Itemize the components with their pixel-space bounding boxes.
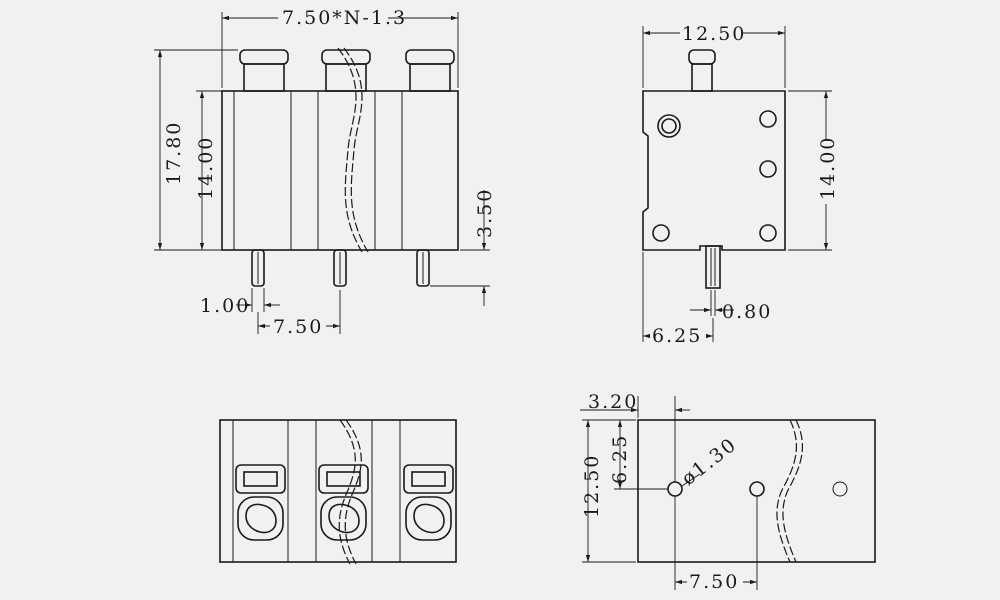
- pin-hole: [667, 481, 683, 497]
- release-slot: [235, 464, 286, 494]
- front-body: [221, 90, 459, 251]
- hole: [652, 224, 670, 242]
- pin: [416, 249, 430, 287]
- wire-entry: [237, 496, 284, 541]
- dim-pin-length: 3.50: [474, 188, 496, 238]
- pin: [251, 249, 265, 287]
- dim-pin-offset: 6.25: [652, 325, 702, 347]
- pin-hole: [749, 481, 765, 497]
- break-line: [337, 47, 363, 253]
- dim-side-width: 12.50: [682, 23, 746, 45]
- break-line: [776, 419, 797, 563]
- side-view: 12.50 14.00 0.80 6.25: [642, 22, 839, 347]
- dim-hole-row-offset: 6.25: [609, 434, 631, 484]
- hole: [759, 160, 777, 178]
- hole: [759, 110, 777, 128]
- wire-entry-hole: [657, 114, 681, 138]
- top-body: [219, 419, 457, 563]
- break-line: [338, 419, 356, 565]
- wire-entry: [320, 496, 367, 541]
- dim-pin-thickness: 0.80: [722, 301, 772, 323]
- dim-side-height: 14.00: [817, 136, 839, 200]
- dim-pitch: 7.50: [273, 316, 323, 338]
- dim-hole-pitch: 7.50: [689, 571, 739, 593]
- push-button: [405, 49, 455, 92]
- dim-bottom-depth: 12.50: [581, 454, 603, 518]
- dim-height-total: 17.80: [163, 121, 185, 185]
- front-view: 7.50*N-1.3 17.80 14.00 3.50 1.00 7.50: [154, 6, 496, 338]
- side-pin: [705, 245, 721, 289]
- release-slot: [318, 464, 369, 494]
- dim-height-body: 14.00: [195, 136, 217, 200]
- dim-hole-diameter: ø1.30: [678, 433, 742, 490]
- top-view: [219, 419, 457, 565]
- pin-hole: [832, 481, 848, 497]
- dim-total-width: 7.50*N-1.3: [282, 7, 407, 29]
- wire-entry: [405, 496, 452, 541]
- bottom-body: [637, 419, 876, 563]
- hole: [759, 224, 777, 242]
- push-button: [239, 49, 289, 92]
- pin: [333, 249, 347, 287]
- dim-hole-edge-offset: 3.20: [588, 391, 638, 413]
- release-slot: [403, 464, 454, 494]
- bottom-view: 3.20 12.50 6.25 ø1.30 7.50: [580, 391, 876, 593]
- push-button: [321, 49, 371, 92]
- side-body: [642, 90, 786, 251]
- dim-pin-width: 1.00: [200, 295, 250, 317]
- side-button: [688, 49, 716, 65]
